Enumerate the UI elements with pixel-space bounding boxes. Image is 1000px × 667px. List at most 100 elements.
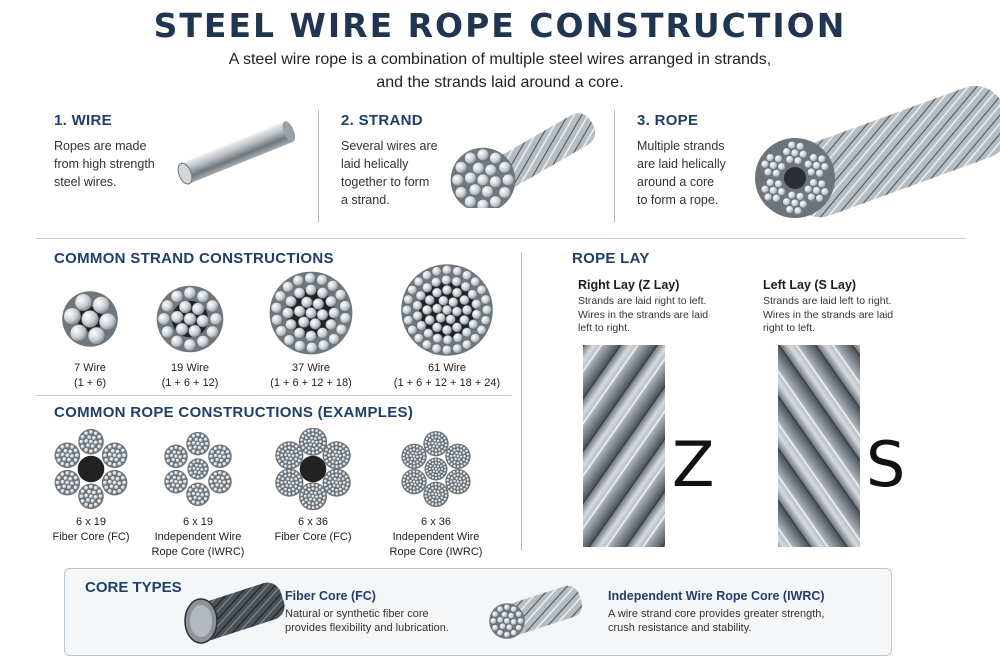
wire [328,484,333,489]
wire [69,480,75,486]
wire [459,485,464,490]
fiber-core [299,455,327,483]
wire [341,484,346,489]
wire [328,307,340,319]
wire [73,448,79,454]
wire [405,446,410,451]
section-divider [36,395,511,396]
wire [462,446,467,451]
wire [425,497,430,502]
wire [408,473,413,478]
fiber-core [77,455,105,483]
wire [194,487,199,493]
wire [194,437,199,442]
wire [787,140,797,150]
wire [181,449,187,455]
wire [496,605,504,613]
wire [293,457,298,462]
wire [293,327,306,339]
wire [188,324,202,338]
fiber-core-line: Natural or synthetic fiber core [285,608,429,620]
iwrc-core-heading: Independent Wire Rope Core (IWRC) [608,589,825,603]
wire [178,479,183,485]
rope-6x19-fc: 6 x 19 Fiber Core (FC) [36,428,146,545]
wire [334,460,339,466]
wire [407,285,418,295]
wire [432,469,436,474]
wire [451,276,462,287]
wire [300,488,306,493]
wire [338,487,343,492]
wire [763,192,773,202]
wire [324,459,329,464]
wire [314,428,319,433]
wire [285,449,291,454]
wire [425,436,429,441]
wire [83,485,89,491]
wire [204,441,210,446]
wire [169,478,175,484]
wire [290,469,296,474]
wire [283,491,288,496]
wire [188,445,193,451]
wire [435,312,446,323]
wire [433,431,438,436]
page-title: STEEL WIRE ROPE CONSTRUCTION [153,6,847,45]
wire [169,453,175,459]
wire [342,480,347,485]
wire [402,481,406,486]
wire [432,495,436,499]
wire [327,472,332,477]
wire [345,454,350,460]
wire [69,461,75,467]
wire [424,315,435,325]
wire [344,447,349,452]
wire [345,482,350,487]
wire [293,476,298,481]
strand-group [298,427,328,456]
wire [408,470,413,475]
wire [430,447,435,452]
wire [342,453,347,458]
wire [422,455,426,460]
wire [192,495,198,501]
wire [301,296,313,308]
wire [459,454,464,459]
wire [170,335,184,348]
wire [200,433,205,439]
wire [88,484,94,490]
wire [115,449,121,455]
wire [453,482,458,487]
wire [434,434,438,439]
wire [464,195,477,208]
wire [785,205,795,214]
wire [515,624,523,632]
wire [64,462,70,468]
wire [440,449,445,454]
wire [298,482,303,487]
wire [817,154,827,164]
step-strand-heading: 2. STRAND [341,112,423,129]
right-lay-line: Strands are laid right to left. [578,295,707,307]
wire [416,320,427,331]
wire [402,478,406,483]
wire [413,276,424,287]
wire [203,496,208,502]
wire [335,323,348,336]
wire [424,490,428,495]
strand-group [208,444,232,469]
step-rope-line: Multiple strands [637,139,725,153]
wire [407,325,418,335]
wire [103,457,109,463]
wire [202,470,207,476]
wire [283,446,288,451]
wire [214,482,220,488]
wire [769,186,778,195]
wire [69,488,75,494]
wire [323,482,328,487]
wire [507,612,515,620]
wire [102,480,108,486]
wire [452,460,457,465]
wire [307,487,312,492]
wire [476,198,490,208]
